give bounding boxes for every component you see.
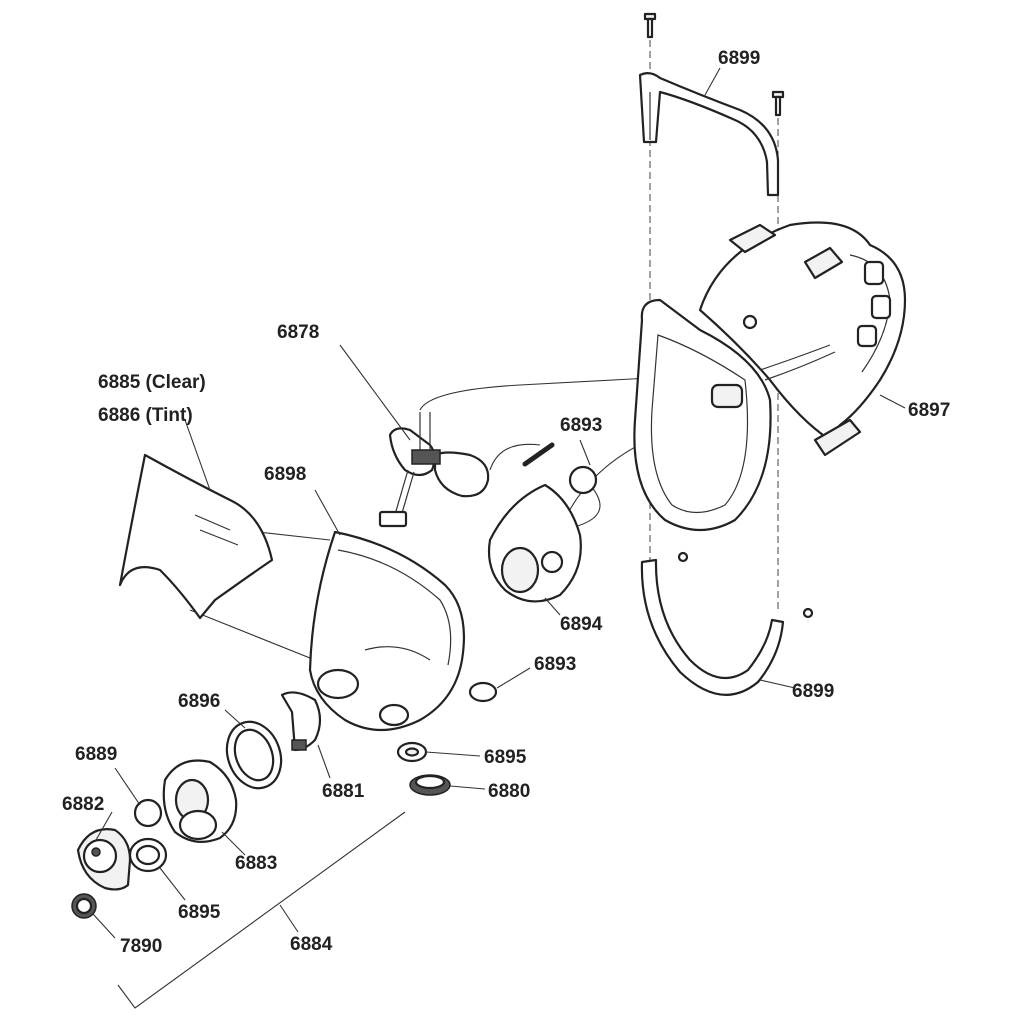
label-6893-mid: 6893 (534, 654, 576, 675)
clip-6881 (280, 691, 322, 752)
label-6898: 6898 (264, 464, 306, 485)
label-leaders (92, 67, 906, 939)
label-6881: 6881 (322, 781, 365, 802)
head-harness (698, 221, 907, 457)
label-6880: 6880 (488, 781, 530, 802)
nose-cup (487, 483, 582, 603)
mask-lens (308, 530, 465, 732)
spectacle-kit (378, 412, 490, 528)
cap-6880 (409, 774, 451, 796)
face-seal (633, 298, 772, 531)
label-6883: 6883 (235, 853, 277, 874)
nut-7890 (71, 893, 97, 919)
disc-6889 (133, 798, 163, 828)
label-6889: 6889 (75, 744, 117, 765)
label-6895-left: 6895 (178, 902, 221, 923)
label-6895-right: 6895 (484, 747, 527, 768)
label-6886: 6886 (Tint) (98, 405, 193, 426)
label-6897: 6897 (908, 400, 950, 421)
label-6885: 6885 (Clear) (98, 372, 206, 393)
label-6882: 6882 (62, 794, 104, 815)
assembly-bracket-6884 (117, 811, 406, 1009)
ring-6896 (225, 720, 283, 790)
top-strap (638, 71, 780, 197)
part-labels: 6899 6897 6878 6885 (Clear) 6886 (Tint) … (62, 48, 950, 957)
valve-top (522, 442, 598, 495)
bottom-strap (640, 551, 814, 696)
gasket-6895-right (396, 741, 428, 763)
label-6894: 6894 (560, 614, 603, 635)
gasket-6895-left (128, 837, 168, 873)
label-6899-top: 6899 (718, 48, 760, 69)
screw-right (771, 90, 785, 117)
label-6893-top: 6893 (560, 415, 602, 436)
lens-cover (118, 453, 274, 620)
module-6882 (76, 828, 132, 891)
label-6896: 6896 (178, 691, 220, 712)
label-7890: 7890 (120, 936, 162, 957)
valve-middle (468, 681, 498, 703)
label-6884: 6884 (290, 934, 333, 955)
screw-left (643, 12, 657, 39)
label-6899-bottom: 6899 (792, 681, 834, 702)
port-6883 (162, 759, 238, 843)
label-6878: 6878 (277, 322, 319, 343)
